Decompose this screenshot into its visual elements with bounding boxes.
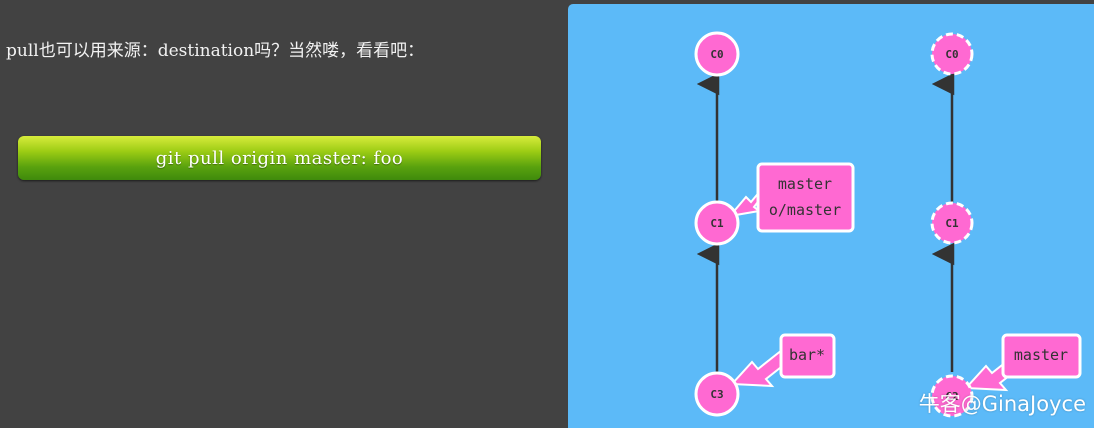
remote-branch-label-master: master [1001,333,1082,379]
svg-text:C3: C3 [710,388,723,401]
commit-node-c1: C1 [694,200,740,246]
svg-text:bar*: bar* [789,346,825,364]
instruction-text: pull也可以用来源：destination吗？当然喽，看看吧： [6,41,425,61]
branch-label-bar: bar* [779,333,836,379]
commit-graph: C0 C1 C3 C0 C1 C2 master o/master [694,31,1082,418]
watermark-text: 牛客@GinaJoyce [918,392,1086,416]
svg-text:C1: C1 [710,217,724,230]
svg-text:C1: C1 [945,217,959,230]
svg-text:C0: C0 [710,48,723,61]
remote-commit-node-c2: C2 [930,374,974,418]
remote-commit-node-c1: C1 [930,201,974,245]
git-visualization-canvas: C0 C1 C3 C0 C1 C2 master o/master [568,4,1094,428]
remote-commit-node-c0: C0 [930,32,974,76]
command-button-label: git pull origin master: foo [155,147,404,169]
commit-node-c0: C0 [694,31,740,77]
svg-text:o/master: o/master [769,201,841,219]
instruction-panel: pull也可以用来源：destination吗？当然喽，看看吧： git pul… [6,41,541,180]
commit-node-c3: C3 [694,371,740,417]
svg-text:master: master [1014,346,1068,364]
svg-text:C2: C2 [945,390,958,403]
branch-label-master-o-master: master o/master [756,162,855,233]
command-button[interactable]: git pull origin master: foo [18,136,541,180]
svg-text:C0: C0 [945,48,958,61]
svg-text:master: master [778,175,832,193]
